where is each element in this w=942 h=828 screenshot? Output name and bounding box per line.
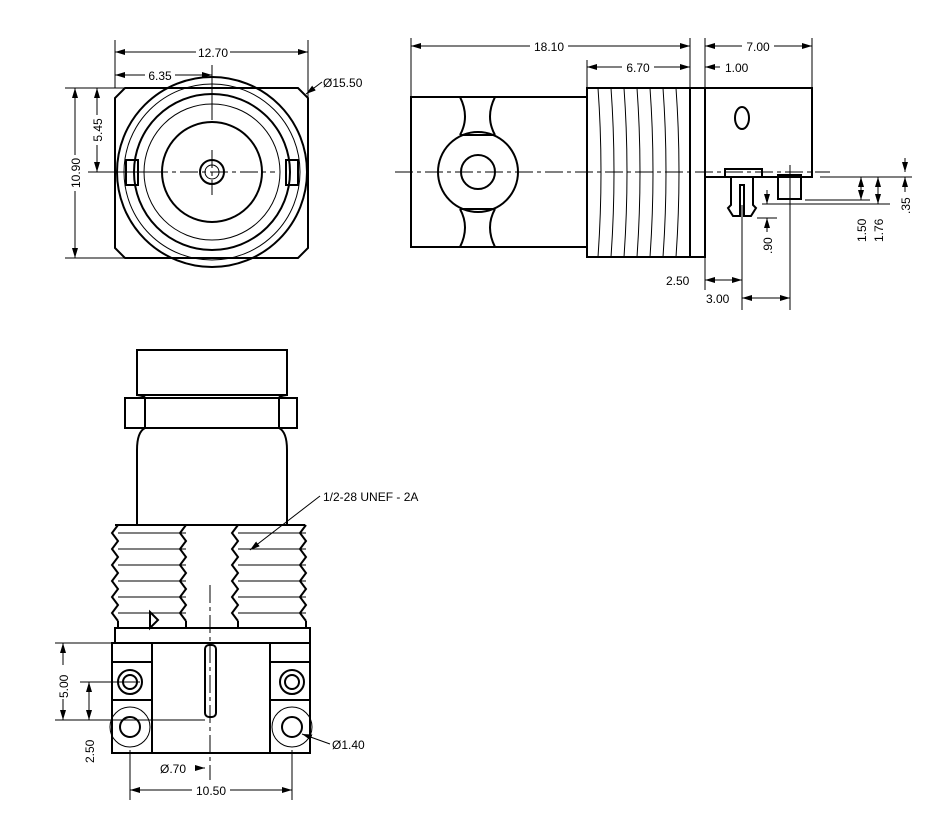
dim-thread-length: 6.70	[626, 61, 650, 75]
dim-hole-dia: Ø1.40	[332, 738, 365, 752]
dim-v-spacing: 5.00	[57, 674, 71, 698]
dim-pin-spacing: 3.00	[706, 292, 730, 306]
dim-half-height: 5.45	[91, 118, 105, 142]
dim-width: 12.70	[198, 46, 228, 60]
dim-pin-dia: Ø.70	[160, 762, 186, 776]
dim-h1: 1.50	[855, 218, 869, 242]
dim-v-half: 2.50	[83, 739, 97, 763]
dim-h-spacing: 10.50	[196, 784, 226, 798]
front-view	[65, 40, 323, 268]
dim-right-length: 7.00	[746, 40, 770, 54]
dim-diameter: Ø15.50	[323, 76, 363, 90]
dim-half-width: 6.35	[148, 69, 172, 83]
bottom-view	[55, 349, 331, 800]
dim-h2: 1.76	[872, 218, 886, 242]
dim-height: 10.90	[69, 158, 83, 188]
dim-length: 18.10	[534, 40, 564, 54]
dim-pin-offset: 2.50	[666, 274, 690, 288]
dim-h3: .35	[899, 197, 913, 214]
dim-pin-gap: .90	[761, 237, 775, 254]
thread-label: 1/2-28 UNEF - 2A	[323, 490, 418, 504]
side-view	[395, 38, 912, 310]
dim-flange: 1.00	[725, 61, 749, 75]
